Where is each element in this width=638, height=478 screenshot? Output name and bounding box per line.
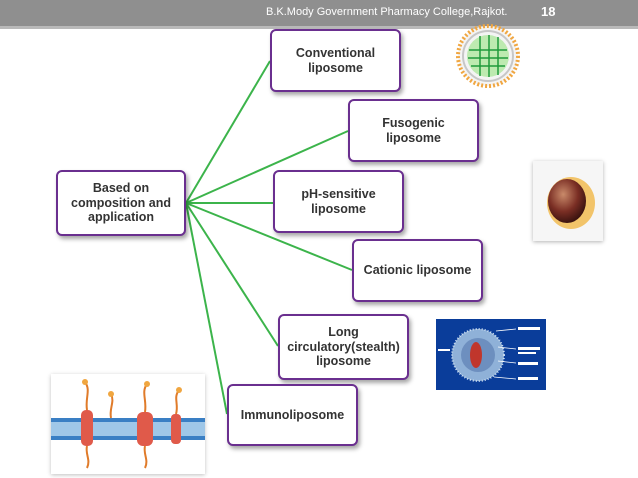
- branch-immunoliposome: Immunoliposome: [227, 384, 358, 446]
- branch-conventional-liposome: Conventional liposome: [270, 29, 401, 92]
- root-box: Based on composition and application: [56, 170, 186, 236]
- header-college-name: B.K.Mody Government Pharmacy College,Raj…: [266, 6, 508, 18]
- connector-immuno: [185, 202, 228, 415]
- branch-fusogenic-liposome: Fusogenic liposome: [348, 99, 479, 162]
- branch-ph-sensitive-liposome: pH-sensitive liposome: [273, 170, 404, 233]
- liposome-sphere-icon: [456, 24, 520, 88]
- connector-stealth: [185, 202, 279, 347]
- header-accent-line: [0, 26, 638, 29]
- slide-number: 18: [541, 4, 556, 19]
- connector-cationic: [185, 202, 353, 271]
- liposome-sphere-illustration: [456, 24, 520, 88]
- branch-cationic-liposome: Cationic liposome: [352, 239, 483, 302]
- cell-membrane-illustration: [51, 374, 205, 474]
- connector-fusogenic: [185, 130, 349, 204]
- connector-conventional: [185, 60, 271, 204]
- header-bar: [0, 0, 638, 26]
- cell-membrane-icon: [51, 379, 205, 469]
- stealth-liposome-icon: [438, 327, 540, 382]
- branch-long-circulatory-stealth-liposome: Long circulatory(stealth) liposome: [278, 314, 409, 380]
- liposome-cross-section-illustration: [533, 161, 603, 241]
- liposome-cross-section-icon: [547, 177, 595, 229]
- stealth-liposome-illustration: [436, 319, 546, 390]
